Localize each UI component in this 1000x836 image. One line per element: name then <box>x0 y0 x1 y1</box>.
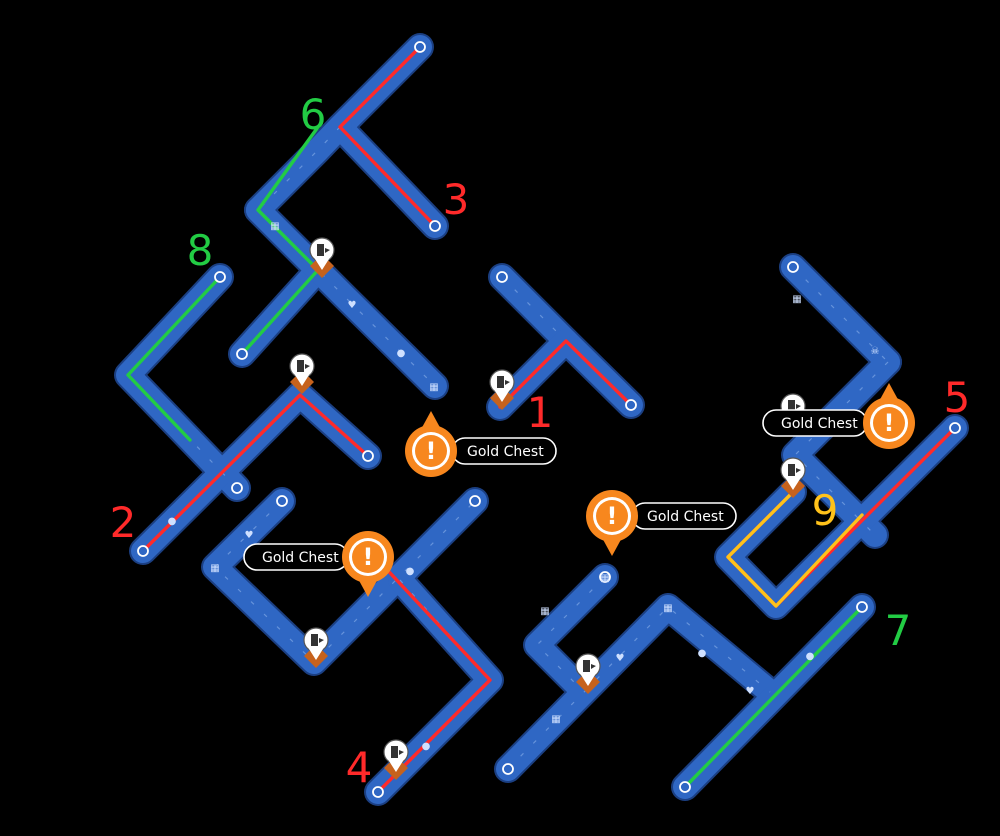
exclamation-alert-icon[interactable]: ! <box>863 383 915 449</box>
trail-icon: ▦ <box>551 714 560 725</box>
exclamation-glyph: ! <box>884 409 895 437</box>
chest-label-text: Gold Chest <box>262 550 339 566</box>
exit-door-pin-icon[interactable] <box>289 353 315 394</box>
gold-chest-marker[interactable]: Gold Chest! <box>405 411 557 477</box>
chest-label-text: Gold Chest <box>781 416 858 432</box>
trail-icon: ● <box>422 741 431 752</box>
gold-chest-marker[interactable]: Gold Chest! <box>586 490 737 556</box>
route-number-2: 2 <box>110 498 137 547</box>
route-path-0 <box>338 45 437 228</box>
trail-icon: ♥ <box>348 300 357 311</box>
trail-icon: ☠ <box>871 346 880 357</box>
route-number-9: 9 <box>812 486 839 535</box>
trail-icon: ♥ <box>616 653 625 664</box>
ring-endpoint-icon[interactable] <box>214 271 226 283</box>
route-number-3: 3 <box>443 175 470 224</box>
trail-icon: ▦ <box>270 221 279 232</box>
trail-icon: ▦ <box>429 382 438 393</box>
track-dots-5 <box>214 500 476 663</box>
ring-endpoint-icon[interactable] <box>679 781 691 793</box>
exit-door-pin-icon[interactable] <box>383 739 409 780</box>
exit-door-pin-icon[interactable] <box>303 627 329 668</box>
ring-endpoint-icon[interactable] <box>625 399 637 411</box>
chest-label-text: Gold Chest <box>647 509 724 525</box>
ring-endpoint-icon[interactable] <box>502 763 514 775</box>
trail-icon: ♥ <box>245 530 254 541</box>
trail-icon: ● <box>406 566 415 577</box>
route-path-2 <box>126 275 222 442</box>
route-path-1 <box>240 125 320 356</box>
exclamation-glyph: ! <box>426 437 437 465</box>
ring-endpoint-icon[interactable] <box>429 220 441 232</box>
trail-icon: ▦ <box>210 563 219 574</box>
exit-door-pin-icon[interactable] <box>780 457 806 498</box>
chest-label[interactable]: Gold Chest <box>451 437 557 465</box>
ring-endpoint-icon[interactable] <box>856 601 868 613</box>
chest-label[interactable]: Gold Chest <box>243 543 349 571</box>
ring-endpoint-icon[interactable] <box>231 482 243 494</box>
ring-endpoint-icon[interactable] <box>276 495 288 507</box>
exit-door-pin-icon[interactable] <box>575 653 601 694</box>
ring-endpoint-icon[interactable] <box>137 545 149 557</box>
track-dots-9 <box>792 266 889 363</box>
trail-icon: ● <box>397 348 406 359</box>
track-segment-3 <box>116 265 249 500</box>
exit-door-pin-icon[interactable] <box>309 237 335 278</box>
route-path-8 <box>683 605 864 789</box>
chest-label[interactable]: Gold Chest <box>631 502 737 530</box>
ring-endpoint-icon[interactable] <box>496 271 508 283</box>
exclamation-alert-icon[interactable]: ! <box>342 531 394 597</box>
trail-icon: ♥ <box>746 686 755 697</box>
route-path-7 <box>726 490 864 608</box>
gold-chest-marker[interactable]: Gold Chest! <box>243 531 394 597</box>
route-path-4 <box>498 339 633 409</box>
route-number-4: 4 <box>346 743 373 792</box>
ring-endpoint-icon[interactable] <box>236 348 248 360</box>
route-path-5 <box>376 558 492 794</box>
exclamation-glyph: ! <box>363 543 374 571</box>
route-number-6: 6 <box>300 90 327 139</box>
trail-icon: ● <box>698 648 707 659</box>
route-number-1: 1 <box>527 388 554 437</box>
track-dots-1 <box>241 126 341 355</box>
track-segment-12 <box>525 565 617 702</box>
trail-icon: ▦ <box>792 294 801 305</box>
trail-icon: ▦ <box>663 603 672 614</box>
ring-endpoint-icon[interactable] <box>787 261 799 273</box>
trail-icon: ▦ <box>540 606 549 617</box>
track-segment-10 <box>783 350 900 547</box>
track-segment-0 <box>328 35 447 238</box>
gold-chest-marker[interactable]: Gold Chest! <box>762 383 915 449</box>
ring-endpoint-icon[interactable] <box>469 495 481 507</box>
ring-endpoint-icon[interactable] <box>949 422 961 434</box>
ring-endpoint-icon[interactable] <box>372 786 384 798</box>
route-number-7: 7 <box>885 606 912 655</box>
exclamation-alert-icon[interactable]: ! <box>586 490 638 556</box>
track-dots-13 <box>507 606 771 770</box>
ring-endpoint-icon[interactable] <box>362 450 374 462</box>
trail-icon: ● <box>168 516 177 527</box>
chest-label-text: Gold Chest <box>467 444 544 460</box>
route-number-5: 5 <box>944 373 971 422</box>
trail-icon: ▦ <box>600 573 609 584</box>
trail-icon: ● <box>806 651 815 662</box>
chest-label[interactable]: Gold Chest <box>762 409 868 437</box>
exclamation-glyph: ! <box>607 502 618 530</box>
ring-endpoint-icon[interactable] <box>599 571 611 583</box>
route-path-3 <box>141 393 370 553</box>
exclamation-alert-icon[interactable]: ! <box>405 411 457 477</box>
route-number-8: 8 <box>187 226 214 275</box>
ring-endpoint-icon[interactable] <box>414 41 426 53</box>
exit-door-pin-icon[interactable] <box>489 369 515 410</box>
